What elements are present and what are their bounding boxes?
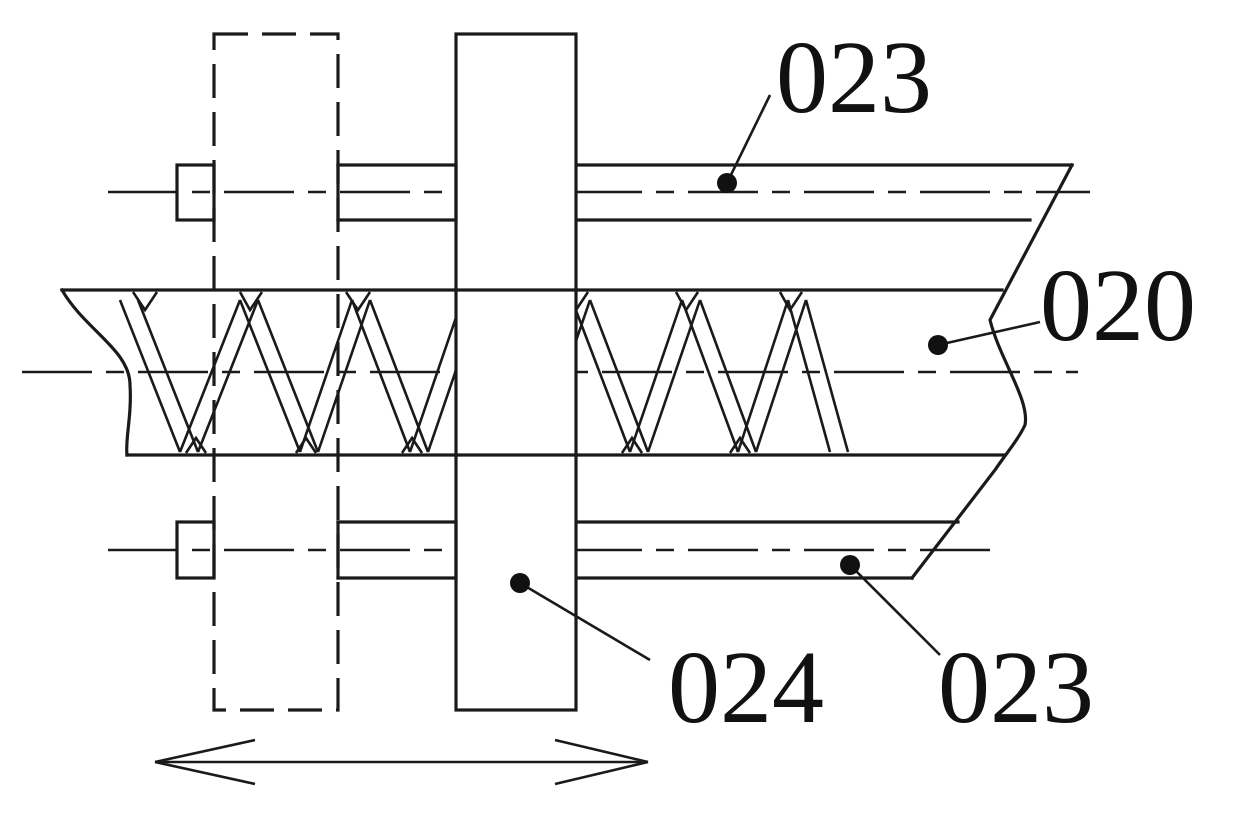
label-020: 020: [1040, 248, 1196, 363]
phantom-plate-dashed: [212, 32, 340, 712]
double-headed-arrow-icon: [154, 738, 649, 786]
label-023-bottom: 023: [938, 630, 1094, 745]
leader-020: [928, 320, 1041, 355]
plate-024: [454, 32, 578, 712]
label-023-top: 023: [776, 20, 932, 135]
section-break-line: [909, 162, 1075, 581]
leader-023-bottom: [840, 555, 941, 656]
leader-024: [510, 573, 651, 662]
label-024: 024: [668, 630, 824, 745]
upper-shaft: [108, 163, 1090, 222]
leader-023-top: [717, 94, 772, 193]
